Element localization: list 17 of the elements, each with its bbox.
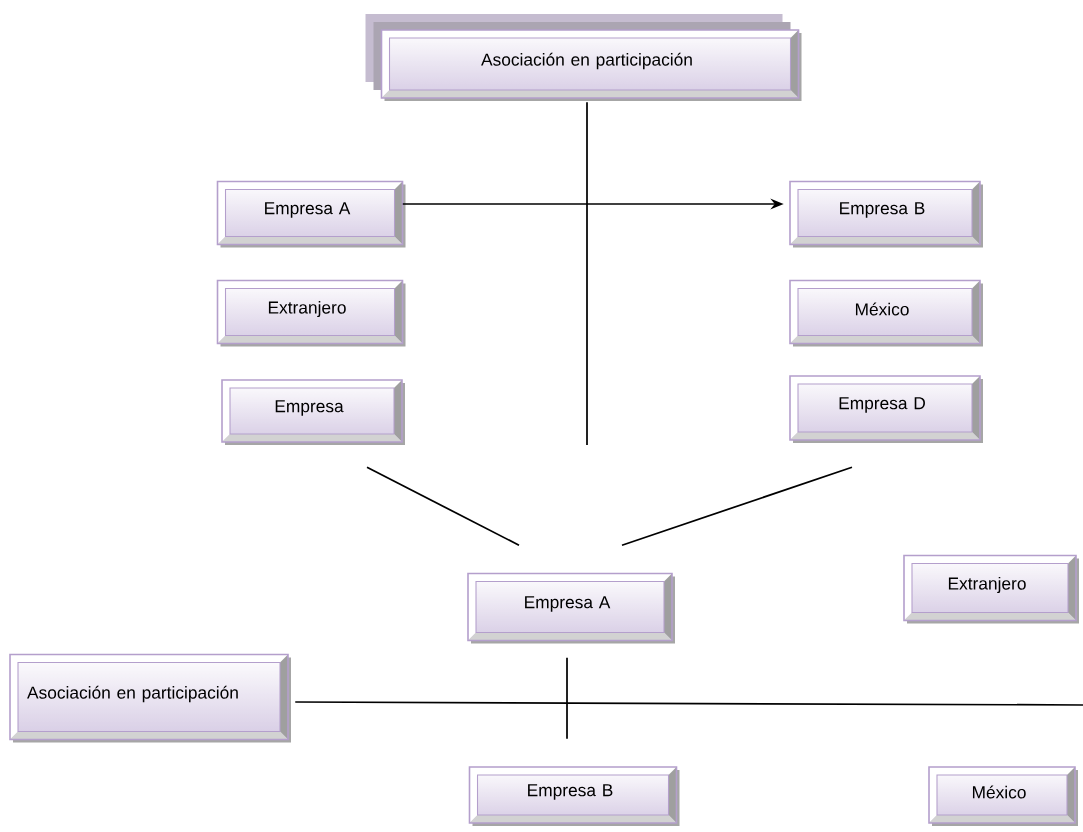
bevel-box: Extranjero [216,279,406,347]
bevel-box: Empresa A [467,572,675,644]
connector-line [294,701,1083,706]
bevel-box: Asociación en participación [9,653,291,743]
bevel-box: Empresa A [216,180,406,248]
connector-line [621,466,853,547]
bevel-box: México [789,279,983,347]
bevel-box: Empresa [221,379,405,445]
bevel-box: Asociación en participación [365,14,802,101]
connector-line [366,466,520,547]
connector-line [566,656,568,740]
connector-line [586,101,588,446]
bevel-box: Empresa B [468,766,680,826]
bevel-box: Empresa D [789,375,983,443]
bevel-box: México [928,766,1078,826]
bevel-box: Empresa B [789,180,983,248]
bevel-box: Extranjero [903,554,1079,624]
